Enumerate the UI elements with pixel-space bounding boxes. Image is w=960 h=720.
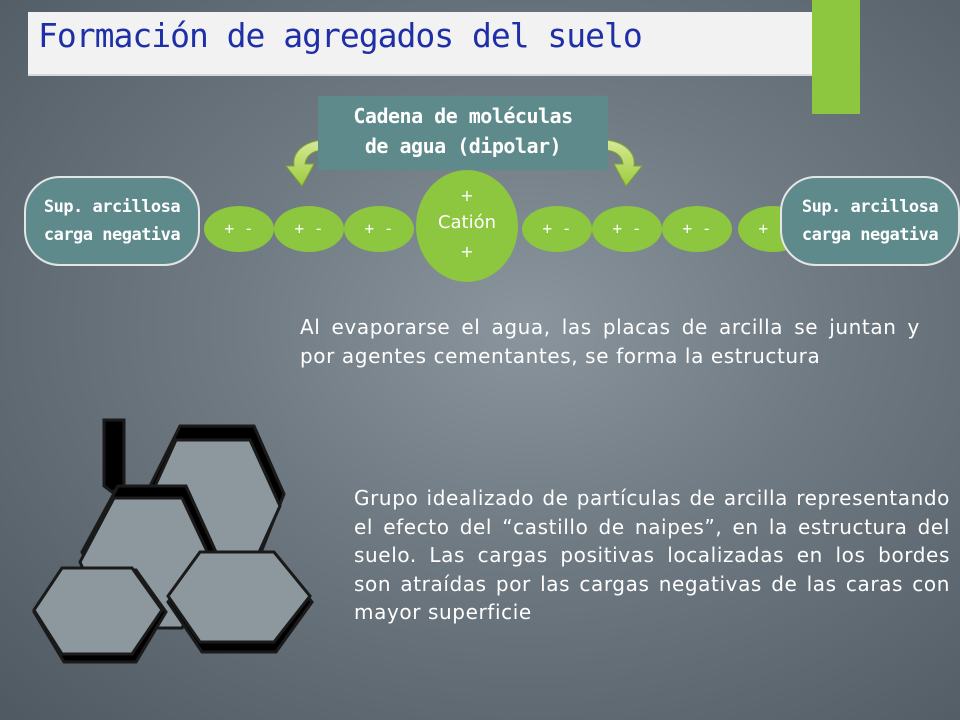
title-box: [28, 12, 844, 76]
cation-top-charge: +: [460, 186, 474, 205]
surface-left-line2: carga negativa: [43, 225, 181, 245]
chain-label-line2: de agua (dipolar): [364, 134, 562, 158]
clay-plate-vertical: [102, 418, 126, 494]
surface-right-line1: Sup. arcillosa: [801, 197, 939, 217]
water-chain-box: [318, 96, 608, 170]
clay-surface-left: Sup. arcillosa carga negativa: [24, 176, 200, 266]
arrow-right-icon: [605, 139, 644, 187]
cation-node: + Catión +: [416, 170, 518, 282]
arrow-left-icon: [284, 139, 323, 187]
slide-title: Formación de agregados del suelo: [38, 16, 643, 55]
dipole-4: + -: [522, 206, 592, 252]
accent-bar: [812, 0, 860, 114]
cation-label: Catión: [437, 212, 497, 233]
evaporation-paragraph: Al evaporarse el agua, las placas de arc…: [300, 315, 920, 368]
dipole-3: + -: [344, 206, 414, 252]
dipole-1: + -: [204, 206, 274, 252]
dipole-2: + -: [274, 206, 344, 252]
cation-bottom-charge: +: [460, 242, 474, 261]
clay-surface-right: Sup. arcillosa carga negativa: [780, 176, 960, 266]
surface-left-line1: Sup. arcillosa: [43, 197, 181, 217]
surface-right-line2: carga negativa: [801, 225, 939, 245]
card-house-paragraph: Grupo idealizado de partículas de arcill…: [354, 486, 950, 624]
chain-label-line1: Cadena de moléculas: [353, 104, 573, 128]
clay-plate-right: [166, 550, 312, 644]
clay-plate-left: [32, 566, 164, 656]
dipole-6: + -: [662, 206, 732, 252]
dipole-5: + -: [592, 206, 662, 252]
